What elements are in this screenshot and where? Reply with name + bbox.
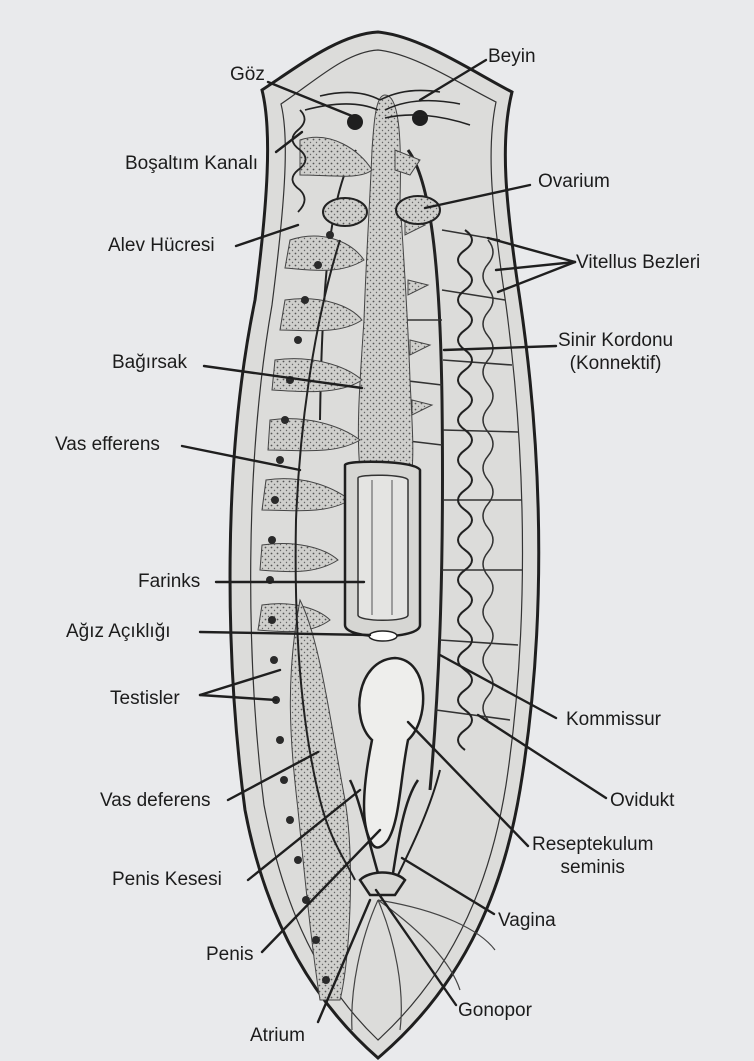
label-sinir-kordonu-line1: Sinir Kordonu bbox=[558, 330, 674, 351]
label-bagirsak: Bağırsak bbox=[112, 352, 187, 373]
label-bosaltim-kanali: Boşaltım Kanalı bbox=[125, 153, 259, 174]
label-penis: Penis bbox=[206, 944, 254, 965]
ovaries bbox=[322, 195, 441, 227]
label-vagina: Vagina bbox=[498, 910, 556, 931]
label-reseptekulum-line1: Reseptekulum bbox=[532, 834, 654, 855]
label-reseptekulum-line2: seminis bbox=[560, 856, 625, 878]
excretory-canal bbox=[291, 109, 307, 213]
label-vas-efferens: Vas efferens bbox=[55, 434, 160, 455]
gut-intestine bbox=[257, 94, 434, 1001]
label-beyin: Beyin bbox=[488, 46, 536, 67]
label-testisler: Testisler bbox=[110, 688, 180, 709]
label-goz: Göz bbox=[230, 64, 265, 85]
label-vitellus-bezleri: Vitellus Bezleri bbox=[576, 252, 701, 273]
label-sinir-kordonu-line2: (Konnektif) bbox=[569, 352, 662, 374]
testes bbox=[266, 231, 334, 984]
label-vas-deferens: Vas deferens bbox=[100, 790, 211, 811]
label-ovarium: Ovarium bbox=[538, 171, 610, 192]
vas-deferens bbox=[294, 239, 356, 881]
label-alev-hucresi: Alev Hücresi bbox=[108, 235, 215, 256]
label-reseptekulum-seminis: Reseptekulum seminis bbox=[532, 834, 653, 880]
label-gonopor: Gonopor bbox=[458, 1000, 532, 1021]
label-ovidukt: Ovidukt bbox=[610, 790, 675, 811]
label-penis-kesesi: Penis Kesesi bbox=[112, 869, 222, 890]
vitellus-chain-outer bbox=[482, 239, 494, 721]
label-sinir-kordonu: Sinir Kordonu (Konnektif) bbox=[558, 330, 673, 376]
leader-lines bbox=[180, 58, 608, 1024]
pharynx bbox=[343, 460, 422, 642]
eyes bbox=[347, 110, 428, 130]
copulatory-apparatus bbox=[348, 656, 441, 897]
tail-lines bbox=[351, 899, 496, 1031]
label-farinks: Farinks bbox=[138, 571, 201, 592]
label-atrium: Atrium bbox=[250, 1025, 305, 1046]
label-kommissur: Kommissur bbox=[566, 709, 662, 730]
label-agiz-acikligi: Ağız Açıklığı bbox=[66, 621, 171, 642]
